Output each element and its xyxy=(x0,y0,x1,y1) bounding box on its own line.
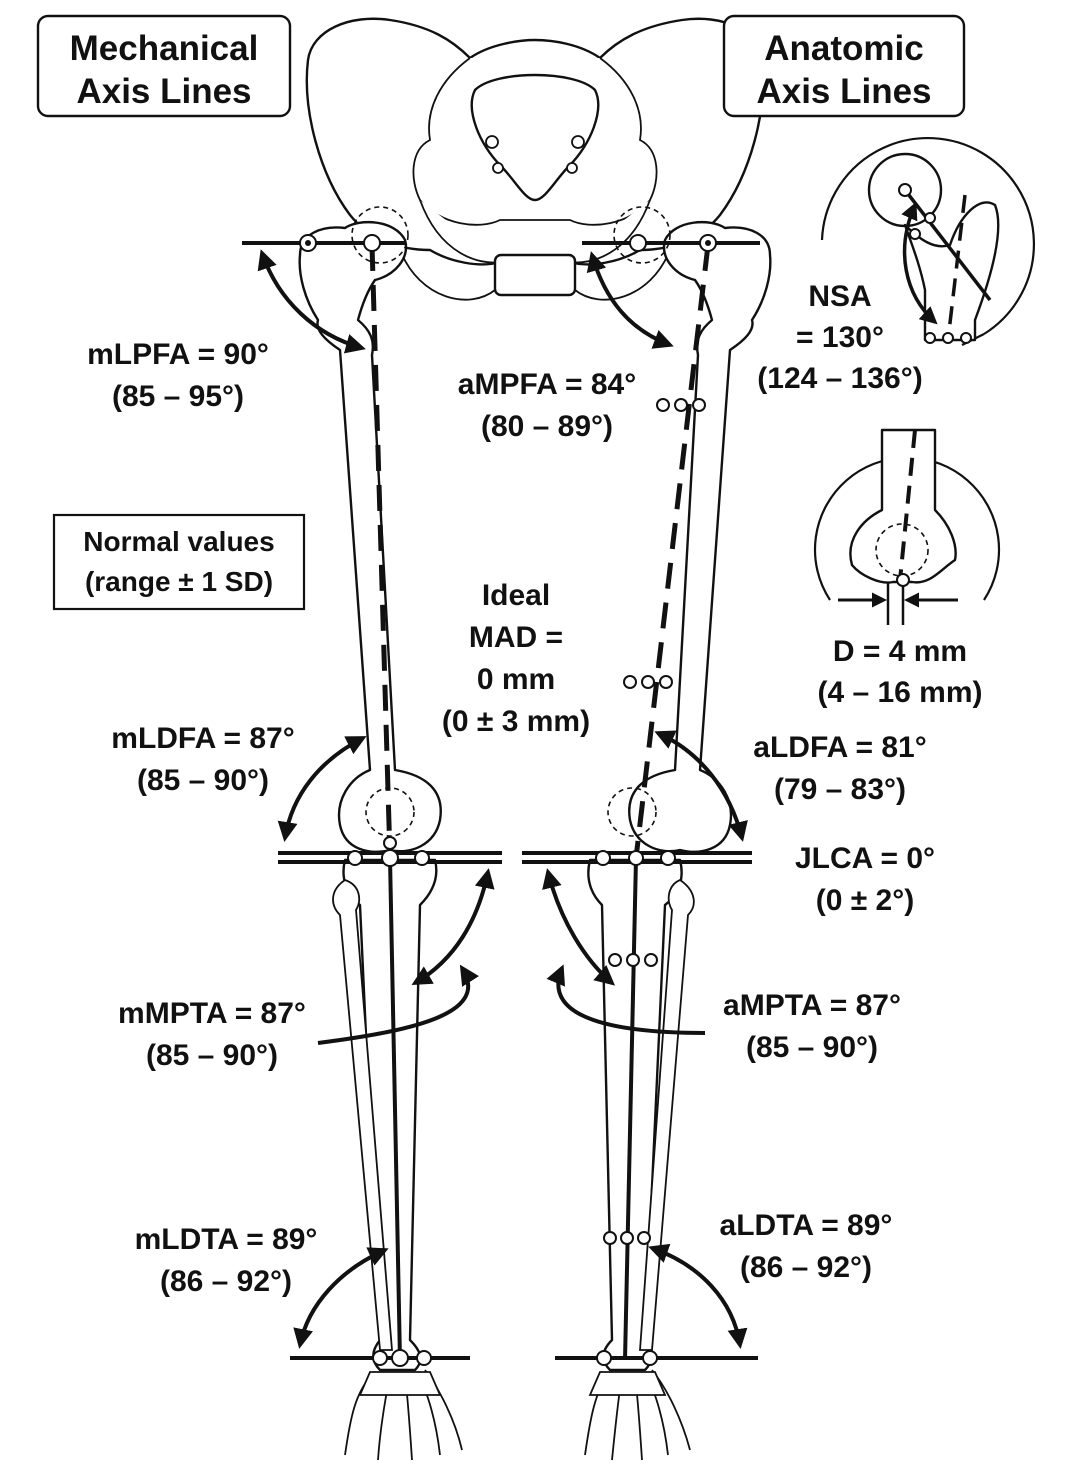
right-foot xyxy=(584,1369,691,1461)
mad-line-2: MAD = xyxy=(469,621,563,654)
mechanical-title-line-2: Axis Lines xyxy=(76,72,251,111)
aldfa-label: aLDFA = 81° (79 – 83°) xyxy=(753,731,926,806)
angle-arcs xyxy=(257,249,748,1349)
mldta-value: mLDTA = 89° xyxy=(135,1223,318,1256)
aldta-range: (86 – 92°) xyxy=(740,1251,872,1284)
d-inset xyxy=(813,428,1001,625)
mad-label: Ideal MAD = 0 mm (0 ± 3 mm) xyxy=(442,579,590,738)
anatomic-title-line-1: Anatomic xyxy=(764,29,923,68)
anatomic-title-box: Anatomic Axis Lines xyxy=(722,14,966,118)
mldta-label: mLDTA = 89° (86 – 92°) xyxy=(135,1223,318,1298)
left-tibia xyxy=(332,858,438,1372)
mlpfa-range: (85 – 95°) xyxy=(112,380,244,413)
pelvis xyxy=(305,17,765,301)
mlpfa-label: mLPFA = 90° (85 – 95°) xyxy=(87,338,269,413)
ampta-value: aMPTA = 87° xyxy=(723,989,901,1022)
nsa-inset xyxy=(820,136,1035,346)
d-label: D = 4 mm (4 – 16 mm) xyxy=(817,635,982,709)
jlca-value: JLCA = 0° xyxy=(795,842,935,875)
mldfa-label: mLDFA = 87° (85 – 90°) xyxy=(111,722,294,797)
left-femur xyxy=(298,206,442,853)
right-anatomic-axis xyxy=(623,244,711,1361)
mmpta-value: mMPTA = 87° xyxy=(118,997,306,1030)
d-range: (4 – 16 mm) xyxy=(817,676,982,709)
mechanical-title-line-1: Mechanical xyxy=(70,29,259,68)
mad-line-4: (0 ± 3 mm) xyxy=(442,705,590,738)
jlca-range: (0 ± 2°) xyxy=(816,884,914,917)
legend-line-2: (range ± 1 SD) xyxy=(85,566,273,597)
nsa-title: NSA xyxy=(808,280,871,313)
ampfa-value: aMPFA = 84° xyxy=(458,368,636,401)
left-mechanical-axis xyxy=(369,244,402,1361)
nsa-label: NSA = 130° (124 – 136°) xyxy=(757,280,922,395)
jlca-label: JLCA = 0° (0 ± 2°) xyxy=(795,842,935,917)
legend-box: Normal values (range ± 1 SD) xyxy=(52,513,306,611)
ampfa-label: aMPFA = 84° (80 – 89°) xyxy=(458,368,636,443)
aldta-value: aLDTA = 89° xyxy=(720,1209,893,1242)
d-value: D = 4 mm xyxy=(833,635,967,668)
mldfa-range: (85 – 90°) xyxy=(137,764,269,797)
left-foot xyxy=(344,1369,463,1461)
ampfa-range: (80 – 89°) xyxy=(481,410,613,443)
mlpfa-value: mLPFA = 90° xyxy=(87,338,269,371)
ampta-range: (85 – 90°) xyxy=(746,1031,878,1064)
mechanical-title-box: Mechanical Axis Lines xyxy=(36,14,292,118)
landmark-points xyxy=(299,234,717,1367)
mad-line-1: Ideal xyxy=(482,579,550,612)
anatomic-title-line-2: Axis Lines xyxy=(756,72,931,111)
nsa-value: = 130° xyxy=(796,321,884,354)
aldfa-range: (79 – 83°) xyxy=(774,773,906,806)
legend-line-1: Normal values xyxy=(83,526,274,557)
aldta-label: aLDTA = 89° (86 – 92°) xyxy=(720,1209,893,1284)
mldfa-value: mLDFA = 87° xyxy=(111,722,294,755)
mldta-range: (86 – 92°) xyxy=(160,1265,292,1298)
ampta-label: aMPTA = 87° (85 – 90°) xyxy=(723,989,901,1064)
mad-line-3: 0 mm xyxy=(477,663,555,696)
mmpta-range: (85 – 90°) xyxy=(146,1039,278,1072)
right-femur xyxy=(607,206,772,853)
aldfa-value: aLDFA = 81° xyxy=(753,731,926,764)
right-tibia xyxy=(587,858,695,1372)
nsa-range: (124 – 136°) xyxy=(757,362,922,395)
mmpta-label: mMPTA = 87° (85 – 90°) xyxy=(118,997,306,1072)
